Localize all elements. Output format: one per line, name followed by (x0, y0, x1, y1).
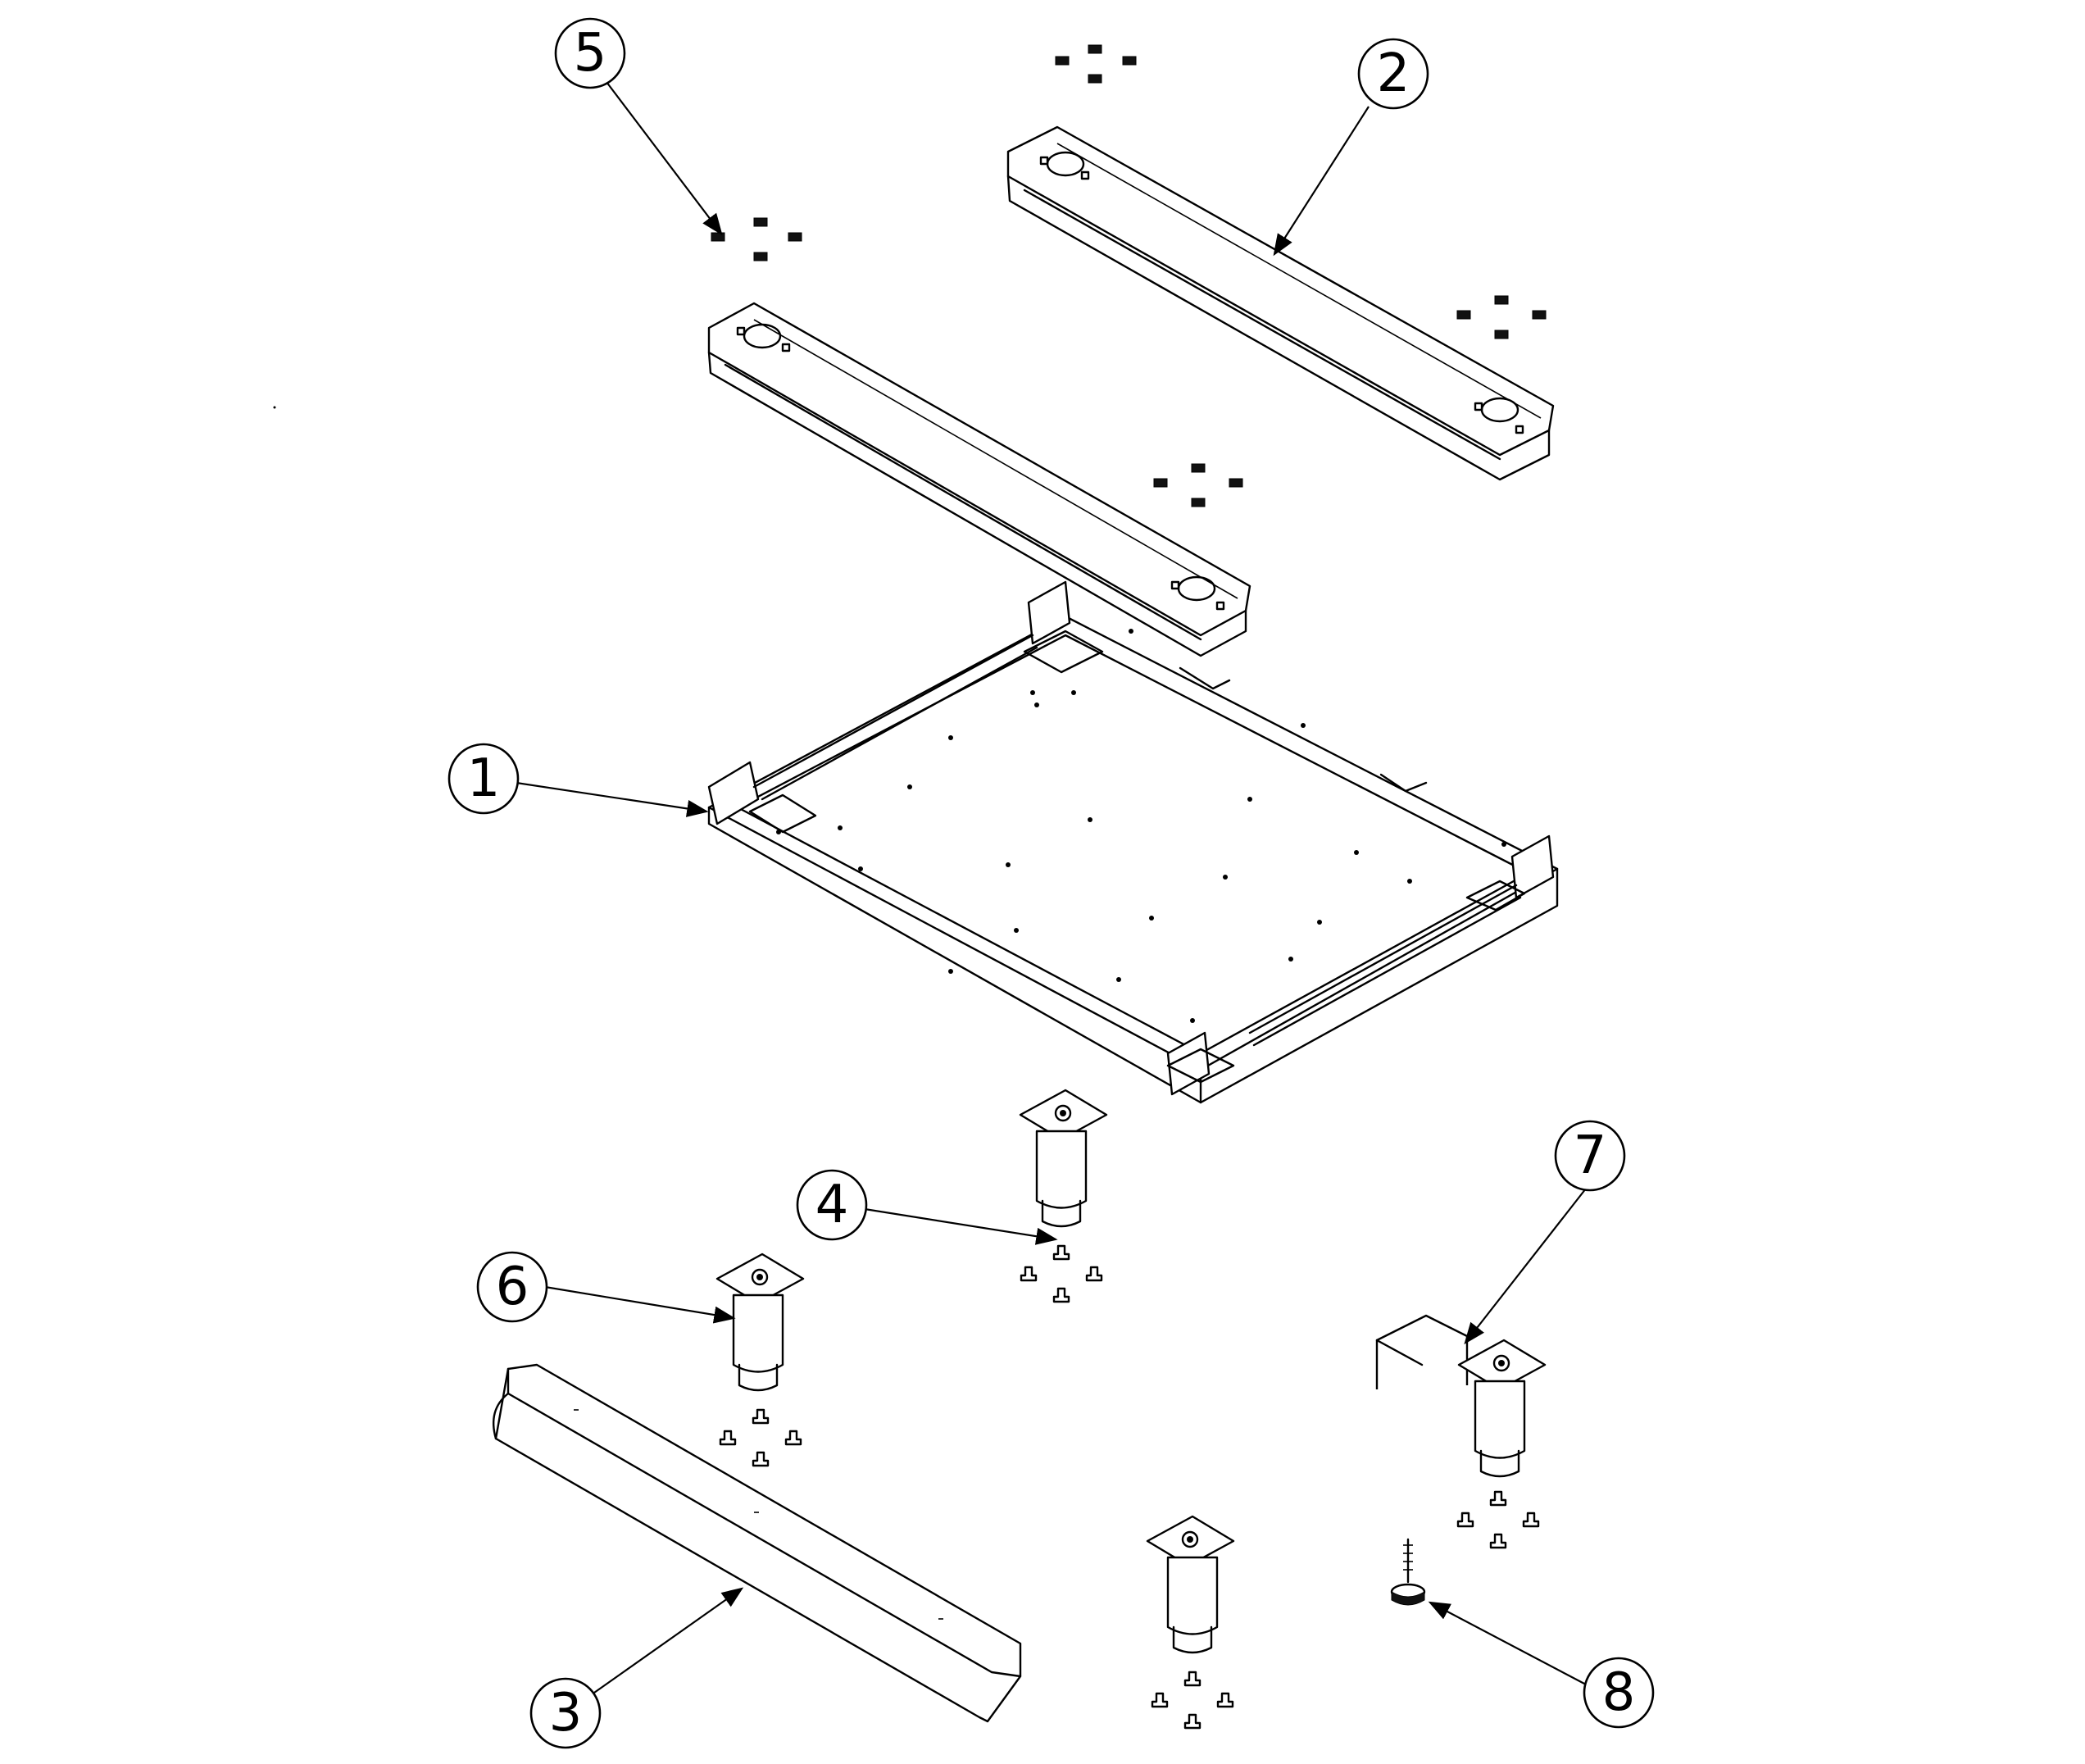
balloon-3-label: 3 (549, 1683, 583, 1744)
part-2-rear-rail (1006, 125, 1555, 481)
bolt-clusters (719, 1244, 1540, 1730)
balloon-5: 5 (554, 17, 626, 89)
part-8-leveling-foot (1390, 1538, 1426, 1606)
balloon-7: 7 (1554, 1120, 1626, 1192)
balloon-3: 3 (529, 1677, 602, 1749)
part-3-kick-plate (493, 1363, 1022, 1723)
leg-right (1375, 1314, 1547, 1478)
balloon-8-label: 8 (1602, 1662, 1636, 1723)
stray-mark (273, 406, 276, 409)
leg-upper-center (1019, 1089, 1108, 1228)
balloon-6-label: 6 (496, 1257, 529, 1317)
balloon-5-label: 5 (574, 23, 607, 84)
balloon-1-label: 1 (467, 748, 501, 809)
base-tray (707, 580, 1559, 1104)
balloon-6: 6 (476, 1251, 548, 1323)
part-5-nut-clusters (711, 44, 1547, 507)
balloon-1: 1 (447, 743, 520, 815)
balloon-2: 2 (1357, 38, 1429, 110)
leg-left (715, 1253, 805, 1392)
balloon-2-label: 2 (1377, 43, 1410, 104)
leader-lines (516, 81, 1587, 1694)
balloon-4-label: 4 (815, 1175, 849, 1235)
part-1-front-rail (707, 302, 1251, 657)
balloon-4: 4 (796, 1169, 868, 1241)
balloon-7-label: 7 (1574, 1125, 1607, 1186)
leg-lower-center (1146, 1515, 1235, 1654)
balloon-8: 8 (1583, 1657, 1655, 1729)
